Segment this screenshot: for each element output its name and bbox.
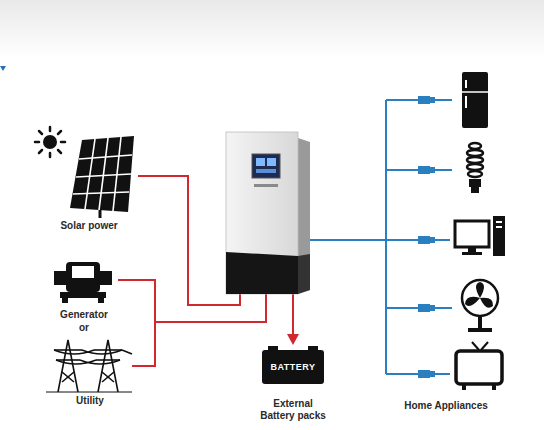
computer-icon — [455, 216, 505, 256]
output-wires — [310, 100, 452, 374]
icon-label: Home Appliances — [404, 400, 488, 412]
plug-symbols — [418, 96, 435, 378]
battery-box: BATTERYExternal Battery packs — [262, 350, 324, 384]
tv-icon — [456, 342, 502, 390]
icon-label: Utility — [76, 395, 104, 407]
icon-label: Solar power — [60, 220, 117, 232]
generator-icon — [54, 262, 112, 303]
inverter-unit — [226, 132, 310, 294]
icon-label: Generator — [60, 309, 108, 321]
corner-marker — [0, 66, 6, 71]
sun-icon — [35, 127, 65, 157]
battery-caption: External Battery packs — [255, 398, 331, 422]
battery-label: BATTERY — [271, 362, 316, 372]
solar-panel-icon — [70, 136, 134, 218]
bulb-icon — [467, 143, 483, 193]
top-band — [0, 0, 544, 58]
fan-icon — [462, 280, 498, 332]
fridge-icon — [462, 72, 488, 128]
icon-label: or — [79, 322, 89, 334]
utility-pylon-icon — [46, 340, 132, 392]
